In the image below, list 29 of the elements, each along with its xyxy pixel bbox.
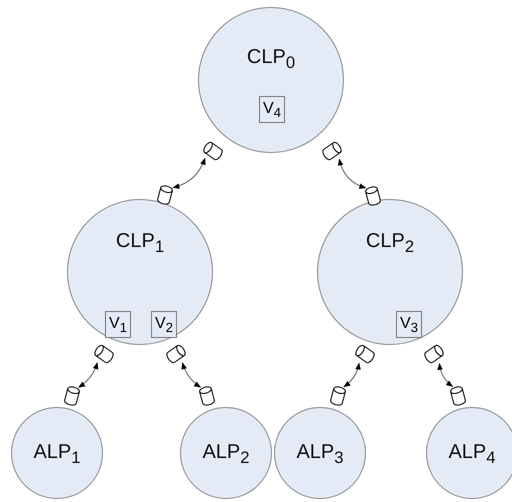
port-cylinder xyxy=(164,342,188,366)
port-cylinder xyxy=(328,384,348,408)
double-arrow xyxy=(437,362,454,387)
processor-label: CLP$_{0}$ xyxy=(246,46,296,73)
variable-box: V$_{4}$ xyxy=(259,96,285,123)
variable-box: V$_{3}$ xyxy=(396,311,422,338)
port-cylinder xyxy=(352,342,378,366)
double-arrow xyxy=(343,362,361,388)
port-cylinder xyxy=(422,342,446,366)
variable-box: V$_{1}$ xyxy=(105,311,131,338)
port-cylinder xyxy=(448,384,468,408)
double-arrow xyxy=(172,158,206,189)
double-arrow xyxy=(338,158,366,189)
port-cylinder xyxy=(320,140,344,162)
double-arrow xyxy=(78,362,98,388)
processor-label: CLP$_{2}$ xyxy=(364,230,416,257)
variable-box: V$_{2}$ xyxy=(151,311,177,338)
port-cylinder xyxy=(198,384,216,408)
port-cylinder xyxy=(156,184,174,206)
port-cylinder xyxy=(200,140,226,162)
double-arrow xyxy=(182,362,202,388)
processor-label: ALP$_{2}$ xyxy=(201,441,251,468)
port-cylinder xyxy=(364,184,382,208)
port-cylinder xyxy=(92,342,116,366)
port-cylinder xyxy=(62,384,82,408)
processor-label: ALP$_{4}$ xyxy=(447,441,497,468)
processor-label: CLP$_{1}$ xyxy=(114,230,166,257)
processor-label: ALP$_{1}$ xyxy=(32,441,82,468)
processor-label: ALP$_{3}$ xyxy=(295,441,345,468)
